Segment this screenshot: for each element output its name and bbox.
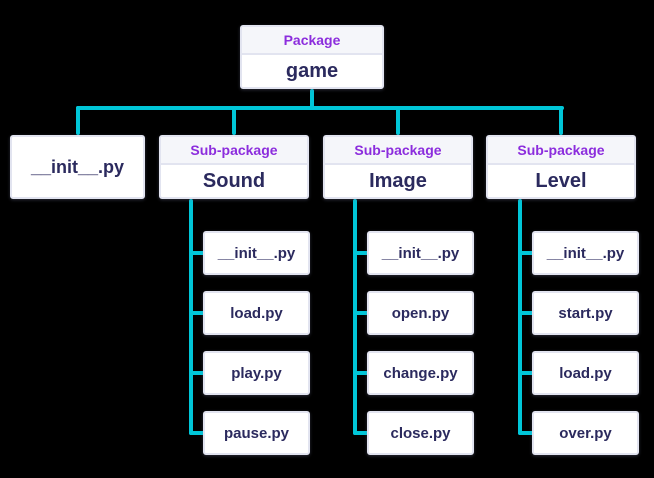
subpackage-type-label: Sub-package [325, 137, 471, 165]
connector-sound-stub-1 [189, 251, 205, 255]
node-file-image-change: change.py [367, 351, 474, 395]
node-subpackage-image: Sub-package Image [323, 135, 473, 199]
connector-image-stub-4 [353, 431, 369, 435]
connector-sound-spine [189, 199, 193, 435]
node-file-image-close: close.py [367, 411, 474, 455]
subpackage-type-label: Sub-package [488, 137, 634, 165]
package-type-label: Package [242, 27, 382, 55]
connector-level-spine [518, 199, 522, 435]
package-name: game [285, 59, 339, 82]
node-file-sound-load: load.py [203, 291, 310, 335]
connector-level-stub-3 [518, 371, 534, 375]
connector-drop-level [559, 106, 563, 135]
node-file-sound-pause: pause.py [203, 411, 310, 455]
subpackage-name: Image [369, 169, 427, 192]
node-file-level-over: over.py [532, 411, 639, 455]
node-file-sound-init: __init__.py [203, 231, 310, 275]
connector-drop-image [396, 106, 400, 135]
connector-level-stub-1 [518, 251, 534, 255]
node-subpackage-level: Sub-package Level [486, 135, 636, 199]
subpackage-type-label: Sub-package [161, 137, 307, 165]
connector-sound-stub-2 [189, 311, 205, 315]
connector-drop-init [76, 106, 80, 135]
node-file-level-load: load.py [532, 351, 639, 395]
node-file-sound-play: play.py [203, 351, 310, 395]
node-file-image-open: open.py [367, 291, 474, 335]
connector-image-stub-2 [353, 311, 369, 315]
connector-level1-bus [76, 106, 564, 110]
connector-image-spine [353, 199, 357, 435]
node-package-game: Package game [240, 25, 384, 89]
connector-level-stub-2 [518, 311, 534, 315]
subpackage-name: Sound [202, 169, 266, 192]
node-file-level-init: __init__.py [532, 231, 639, 275]
subpackage-name: Level [535, 169, 587, 192]
connector-sound-stub-3 [189, 371, 205, 375]
node-file-level-start: start.py [532, 291, 639, 335]
connector-sound-stub-4 [189, 431, 205, 435]
node-subpackage-sound: Sub-package Sound [159, 135, 309, 199]
node-file-image-init: __init__.py [367, 231, 474, 275]
connector-level-stub-4 [518, 431, 534, 435]
connector-image-stub-1 [353, 251, 369, 255]
connector-drop-sound [232, 106, 236, 135]
connector-image-stub-3 [353, 371, 369, 375]
connector-root-riser [310, 89, 314, 108]
node-file-root-init: __init__.py [10, 135, 145, 199]
